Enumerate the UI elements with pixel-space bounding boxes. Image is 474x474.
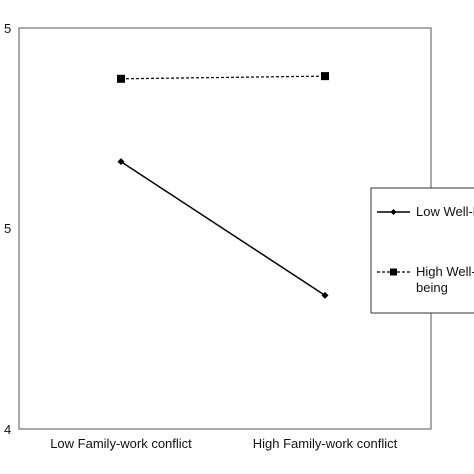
plot-area <box>18 27 432 430</box>
series-line-high-wellbeing <box>120 75 326 80</box>
y-tick-label-bottom: 4 <box>4 422 11 437</box>
y-tick-label-mid: 5 <box>4 221 11 236</box>
data-point-series1-0 <box>117 74 125 83</box>
data-point-series0-0 <box>117 158 125 166</box>
x-tick-label-high: High Family-work conflict <box>253 436 398 451</box>
legend-box <box>370 187 474 314</box>
y-tick-label-top: 5 <box>4 21 11 36</box>
legend-label-low-wellbeing: Low Well-l <box>416 204 474 219</box>
data-point-series0-1 <box>321 291 329 299</box>
series-line-low-wellbeing <box>120 161 326 296</box>
legend-label-high-wellbeing-1: High Well- <box>416 264 474 279</box>
data-point-series1-1 <box>321 72 329 81</box>
legend-marker-low-wellbeing <box>390 209 397 215</box>
legend-label-high-wellbeing-2: being <box>416 280 448 295</box>
legend-marker-high-wellbeing <box>390 268 397 276</box>
x-tick-label-low: Low Family-work conflict <box>50 436 192 451</box>
series-markers <box>117 72 329 299</box>
